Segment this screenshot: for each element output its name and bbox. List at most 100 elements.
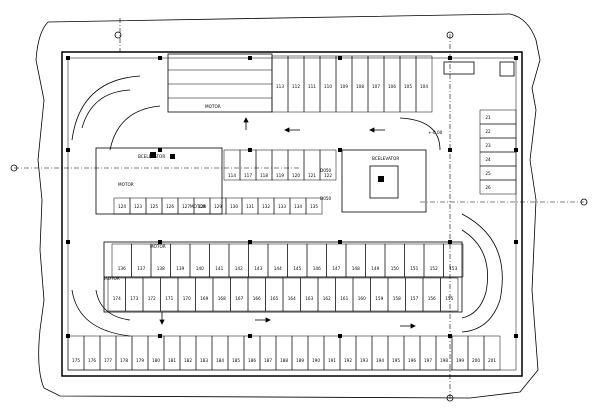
stall-number: 112	[292, 84, 300, 89]
parking-stall	[370, 277, 389, 312]
structural-column	[514, 334, 518, 338]
stall-number: 147	[332, 266, 340, 271]
stall-number: 136	[118, 266, 126, 271]
stall-number: 180	[152, 358, 160, 363]
structural-column	[66, 56, 70, 60]
parking-stall	[467, 335, 485, 371]
parking-stall	[307, 335, 325, 371]
parking-stall	[107, 277, 126, 312]
structural-column	[514, 148, 518, 152]
stall-number: 139	[176, 266, 184, 271]
axis-marker-left	[10, 164, 18, 172]
stall-number: 155	[445, 296, 453, 301]
stall-number: 123	[134, 204, 142, 209]
stair-right	[369, 165, 399, 199]
direction-arrows	[159, 117, 416, 329]
parking-stall	[189, 243, 210, 278]
stall-number: 197	[424, 358, 432, 363]
stall-number: 24	[485, 157, 491, 162]
stall-number: 21	[485, 115, 491, 120]
stall-number: 110	[324, 84, 332, 89]
stall-number: 23	[485, 143, 491, 148]
stall-number: 150	[391, 266, 399, 271]
stall-number: 137	[137, 266, 145, 271]
stall-number: 194	[376, 358, 384, 363]
parking-stall	[352, 277, 371, 312]
parking-stall	[387, 335, 405, 371]
stall-number: 148	[352, 266, 360, 271]
ramp-label: MOTOR	[205, 104, 221, 109]
structural-column	[448, 148, 452, 152]
d050-label-a: D050	[320, 168, 332, 173]
stall-number: 128	[198, 204, 206, 209]
stall-number: 184	[216, 358, 224, 363]
stall-number: 135	[310, 204, 318, 209]
stall-number: 173	[130, 296, 138, 301]
stall-number: 164	[288, 296, 296, 301]
structural-column	[158, 334, 162, 338]
stall-number: 107	[372, 84, 380, 89]
parking-stall	[291, 335, 309, 371]
parking-stall	[195, 335, 213, 371]
parking-stall	[125, 277, 144, 312]
parking-stall	[212, 277, 231, 312]
parking-stall	[228, 243, 249, 278]
stall-number: 190	[312, 358, 320, 363]
stall-number: 174	[113, 296, 121, 301]
stall-number: 26	[485, 185, 491, 190]
parking-stall	[147, 335, 165, 371]
ramp-curve-bottom-left	[71, 289, 131, 337]
stall-number: 162	[323, 296, 331, 301]
parking-stall	[160, 277, 179, 312]
parking-stall	[419, 335, 437, 371]
stall-number: 175	[72, 358, 80, 363]
site-boundary	[35, 13, 541, 399]
stall-number: 124	[118, 204, 126, 209]
stall-number: 130	[230, 204, 238, 209]
parking-stall	[211, 335, 229, 371]
building-outline	[61, 51, 523, 377]
stall-number: 169	[200, 296, 208, 301]
parking-stall	[339, 335, 357, 371]
parking-stall	[443, 243, 464, 278]
structural-column	[338, 56, 342, 60]
parking-stall	[317, 277, 336, 312]
parking-stall	[267, 243, 288, 278]
parking-stall	[440, 277, 459, 312]
parking-stall	[131, 243, 152, 278]
parking-stall	[422, 277, 441, 312]
stall-number: 144	[274, 266, 282, 271]
parking-stall	[403, 335, 421, 371]
motor-small-label: MOTOR	[150, 244, 166, 249]
structural-column	[448, 56, 452, 60]
parking-stall	[384, 243, 405, 278]
stall-number: 142	[235, 266, 243, 271]
stall-number: 120	[292, 173, 300, 178]
stall-number: 114	[228, 173, 236, 178]
motor-right-label: MOTOR	[104, 276, 120, 281]
stall-number: 196	[408, 358, 416, 363]
stall-number: 111	[308, 84, 316, 89]
stall-number: 188	[280, 358, 288, 363]
stall-number: 106	[388, 84, 396, 89]
stall-number: 113	[276, 84, 284, 89]
stall-number: 119	[276, 173, 284, 178]
stall-number: 105	[404, 84, 412, 89]
axis-marker-right	[580, 198, 588, 206]
stall-number: 153	[449, 266, 457, 271]
stall-number: 182	[184, 358, 192, 363]
stall-number: 138	[157, 266, 165, 271]
stall-number: 109	[340, 84, 348, 89]
structural-column	[248, 334, 252, 338]
stall-number: 163	[305, 296, 313, 301]
corner-block-right	[499, 61, 515, 77]
stall-number: 121	[308, 173, 316, 178]
structural-column	[248, 148, 252, 152]
parking-stall	[170, 243, 191, 278]
stall-number: 176	[88, 358, 96, 363]
stall-number: 193	[360, 358, 368, 363]
stall-number: 159	[375, 296, 383, 301]
stall-number: 141	[215, 266, 223, 271]
parking-stall	[435, 335, 453, 371]
structural-column	[248, 240, 252, 244]
